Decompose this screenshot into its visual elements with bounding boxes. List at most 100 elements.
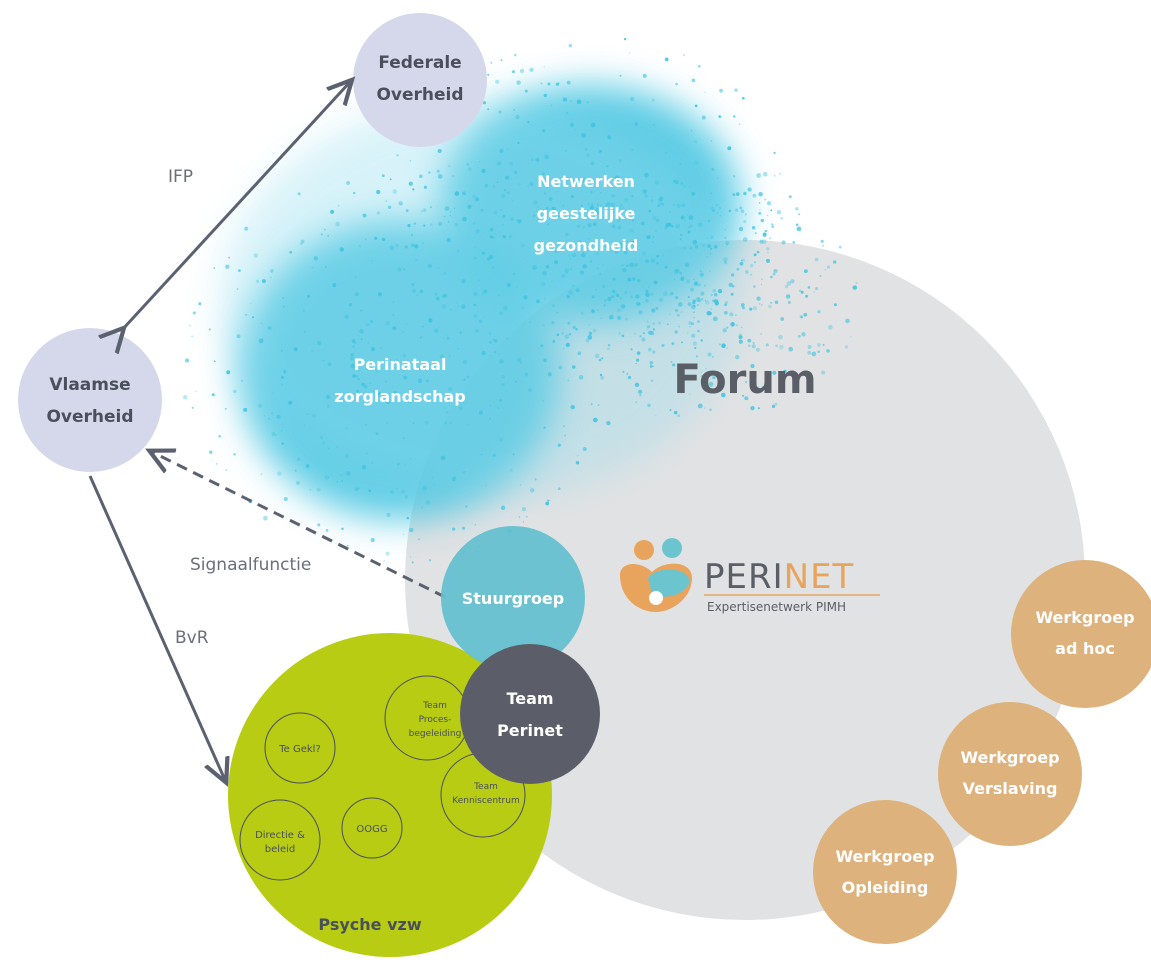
cloud-speckle bbox=[780, 317, 785, 321]
cloud-speckle bbox=[238, 269, 241, 272]
cloud-speckle bbox=[607, 296, 612, 302]
cloud-speckle bbox=[415, 258, 418, 262]
werkgroep-adhoc-line2: ad hoc bbox=[1055, 639, 1115, 658]
cloud-speckle bbox=[402, 533, 405, 535]
cloud-speckle bbox=[236, 288, 239, 290]
cloud-speckle bbox=[641, 251, 647, 256]
cloud-speckle bbox=[421, 325, 425, 328]
cloud-speckle bbox=[489, 235, 493, 239]
cloud-speckle bbox=[845, 318, 850, 324]
cloud-speckle bbox=[270, 276, 272, 279]
cloud-speckle bbox=[534, 478, 537, 481]
cloud-speckle bbox=[596, 203, 599, 206]
cloud-speckle bbox=[681, 203, 686, 208]
cloud-speckle bbox=[690, 287, 694, 292]
cloud-speckle bbox=[576, 99, 582, 105]
cloud-speckle bbox=[795, 223, 799, 227]
cloud-speckle bbox=[543, 66, 545, 68]
team-perinet-line1: Team bbox=[506, 689, 553, 708]
werkgroep-verslaving-circle bbox=[938, 702, 1082, 846]
cloud-speckle bbox=[788, 195, 792, 199]
cloud-speckle bbox=[395, 359, 398, 361]
cloud-speckle bbox=[391, 385, 394, 388]
cloud-speckle bbox=[622, 207, 625, 209]
cloud-speckle bbox=[270, 269, 274, 273]
cloud-speckle bbox=[699, 272, 704, 277]
cloud-speckle bbox=[345, 427, 348, 430]
cloud-speckle bbox=[615, 293, 617, 296]
cloud-speckle bbox=[656, 261, 659, 265]
cloud-speckle bbox=[375, 432, 379, 435]
cloud-speckle bbox=[366, 368, 369, 371]
cloud-speckle bbox=[636, 358, 640, 362]
cloud-speckle bbox=[494, 338, 498, 343]
cloud-speckle bbox=[458, 305, 460, 307]
cloud-speckle bbox=[709, 371, 715, 377]
cloud-speckle bbox=[582, 447, 587, 451]
cloud-speckle bbox=[665, 151, 668, 154]
cloud-speckle bbox=[610, 202, 615, 208]
cloud-speckle bbox=[370, 538, 375, 543]
cloud-speckle bbox=[708, 381, 714, 387]
cloud-speckle bbox=[723, 257, 728, 262]
cloud-speckle bbox=[370, 389, 372, 391]
cloud-speckle bbox=[392, 313, 395, 316]
cloud-speckle bbox=[552, 340, 556, 343]
cloud-speckle bbox=[673, 278, 676, 281]
cloud-speckle bbox=[461, 279, 466, 284]
cloud-speckle bbox=[594, 353, 600, 359]
cloud-speckle bbox=[283, 370, 287, 374]
cloud-speckle bbox=[487, 257, 491, 261]
cloud-speckle bbox=[453, 207, 456, 209]
forum-label: Forum bbox=[673, 357, 816, 403]
cloud-speckle bbox=[712, 316, 718, 322]
cloud-speckle bbox=[690, 224, 693, 228]
cloud-speckle bbox=[498, 437, 503, 442]
cloud-speckle bbox=[629, 228, 634, 233]
cloud-speckle bbox=[600, 204, 603, 207]
cloud-speckle bbox=[621, 334, 625, 338]
cloud-speckle bbox=[327, 235, 330, 237]
cloud-speckle bbox=[529, 488, 535, 493]
cloud-speckle bbox=[488, 332, 492, 335]
cloud-speckle bbox=[450, 308, 452, 311]
cloud-speckle bbox=[525, 515, 528, 518]
cloud-speckle bbox=[370, 259, 373, 263]
cloud-speckle bbox=[558, 365, 563, 370]
cloud-speckle bbox=[664, 226, 668, 230]
cloud-speckle bbox=[735, 324, 738, 327]
cloud-speckle bbox=[606, 420, 611, 426]
cloud-speckle bbox=[213, 360, 216, 363]
cloud-speckle bbox=[473, 303, 477, 307]
cloud-speckle bbox=[596, 252, 599, 256]
cloud-speckle bbox=[619, 207, 622, 210]
cloud-speckle bbox=[515, 114, 520, 120]
cloud-speckle bbox=[339, 247, 344, 252]
cloud-speckle bbox=[529, 181, 534, 187]
cloud-speckle bbox=[369, 382, 371, 384]
cloud-speckle bbox=[650, 292, 654, 297]
cloud-speckle bbox=[577, 454, 579, 457]
cloud-speckle bbox=[740, 326, 743, 329]
cloud-speckle bbox=[411, 561, 414, 564]
cloud-speckle bbox=[288, 400, 293, 405]
cloud-speckle bbox=[642, 301, 644, 304]
cloud-speckle bbox=[710, 307, 713, 310]
cloud-speckle bbox=[404, 368, 407, 371]
cloud-speckle bbox=[647, 347, 652, 352]
cloud-speckle bbox=[772, 272, 776, 276]
cloud-speckle bbox=[740, 303, 745, 307]
cloud-speckle bbox=[376, 211, 381, 215]
cloud-speckle bbox=[233, 389, 237, 394]
cloud-speckle bbox=[663, 291, 668, 296]
cloud-speckle bbox=[679, 238, 682, 241]
cloud-speckle bbox=[307, 294, 310, 298]
cloud-speckle bbox=[499, 399, 502, 402]
cloud-speckle bbox=[555, 82, 560, 86]
cloud-speckle bbox=[743, 191, 747, 196]
cloud-speckle bbox=[850, 335, 852, 338]
cloud-speckle bbox=[627, 375, 632, 380]
cloud-speckle bbox=[411, 234, 413, 236]
cloud-speckle bbox=[738, 123, 741, 125]
cloud-speckle bbox=[779, 172, 782, 175]
